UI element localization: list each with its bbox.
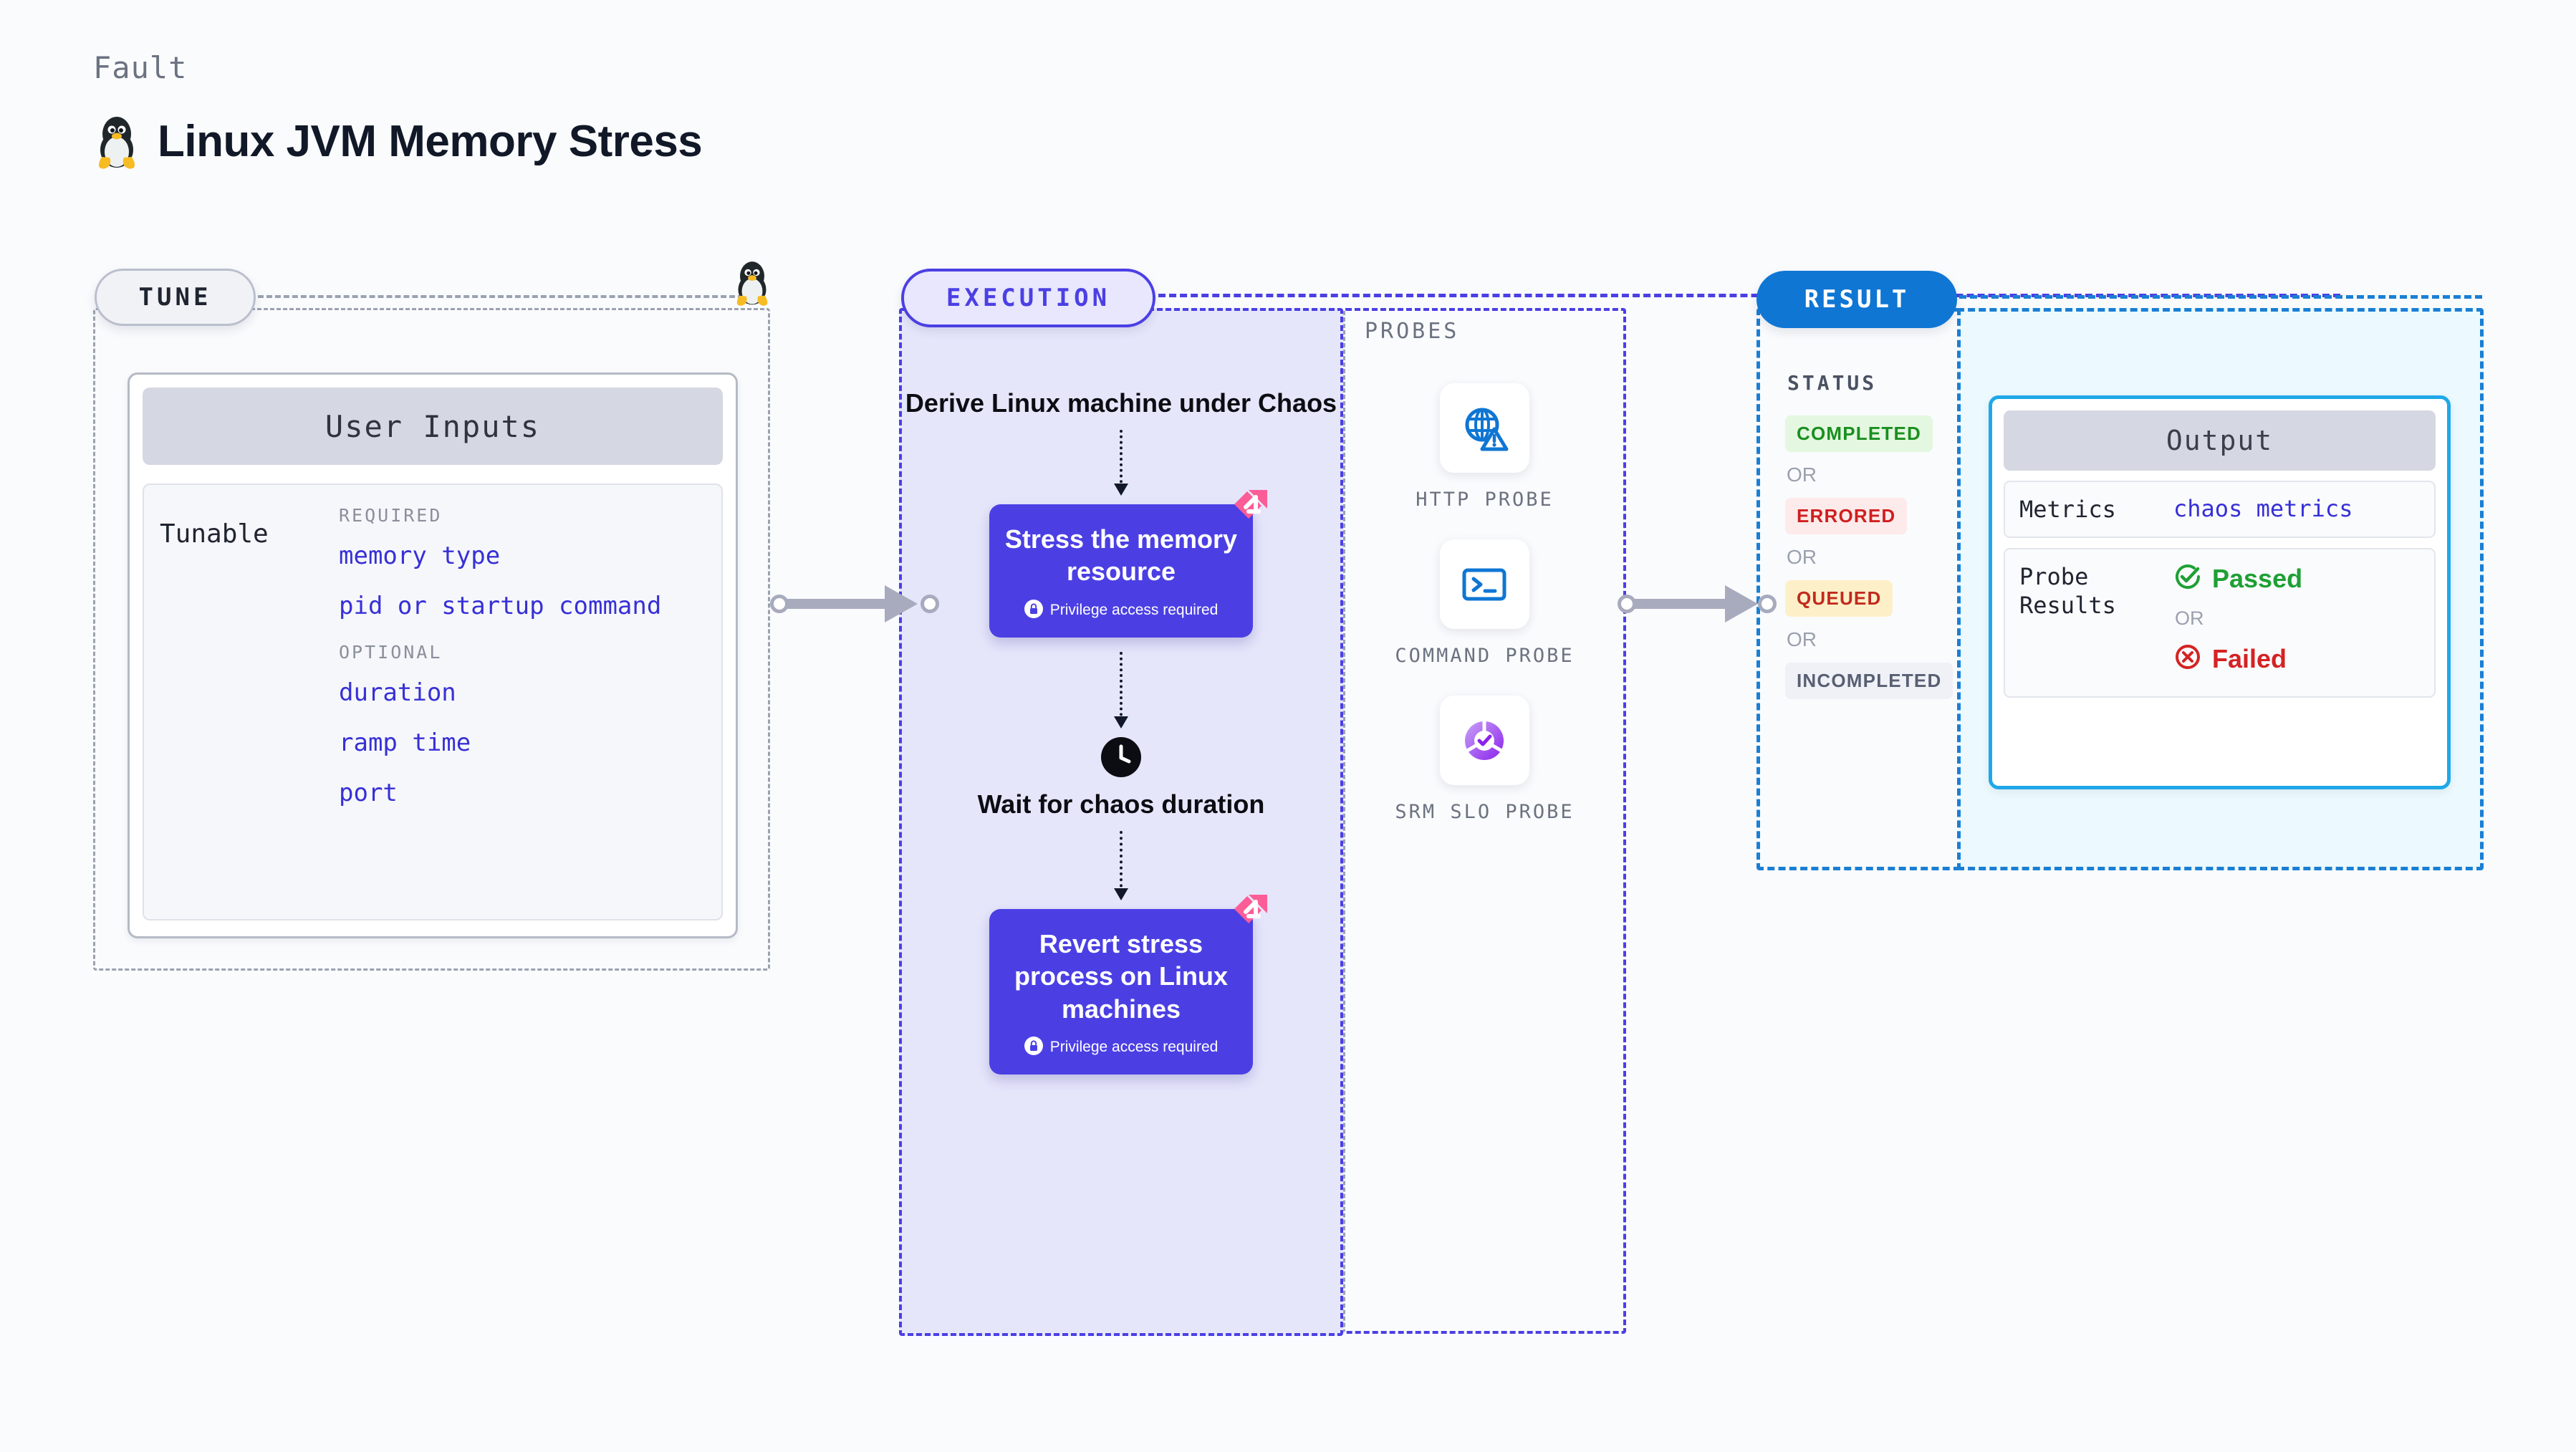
probe-item-srm-slo[interactable]: SRM SLO PROBE — [1395, 696, 1574, 824]
probes-to-result-arrow — [1618, 585, 1777, 622]
action-title: Stress the memory resource — [1004, 524, 1238, 587]
eyebrow-label: Fault — [93, 50, 188, 85]
tune-panel — [93, 308, 770, 971]
harness-corner-badge-icon — [1227, 486, 1270, 532]
clock-icon — [1101, 736, 1141, 781]
group-label-optional: OPTIONAL — [339, 642, 443, 663]
flow-arrow-down — [1114, 430, 1128, 496]
tunable-item[interactable]: pid or startup command — [339, 592, 662, 620]
flow-arrow-down — [1114, 830, 1128, 900]
linux-penguin-icon — [93, 112, 140, 170]
output-row-probe-results: Probe Results Passed OR — [2004, 548, 2436, 698]
status-section-label: STATUS — [1787, 371, 1878, 395]
probe-pass-label: Passed — [2212, 563, 2303, 593]
status-badge-completed: COMPLETED — [1785, 415, 1933, 452]
execution-flow: Derive Linux machine under Chaos Stress … — [899, 387, 1343, 1074]
tune-connector-dash — [258, 295, 752, 298]
user-inputs-card: User Inputs Tunable REQUIRED memory type… — [128, 372, 738, 938]
harness-corner-badge-icon — [1227, 890, 1270, 937]
tune-to-execution-arrow — [770, 585, 942, 622]
status-badge-incompleted: INCOMPLETED — [1785, 663, 1953, 699]
privilege-row: Privilege access required — [1002, 599, 1240, 622]
output-key: Metrics — [2019, 496, 2116, 523]
result-pill-label: RESULT — [1756, 271, 1957, 328]
tune-pill-label: TUNE — [95, 269, 256, 326]
execution-step-text: Wait for chaos duration — [977, 789, 1265, 819]
or-label: OR — [2175, 607, 2204, 629]
status-stack: COMPLETED OR ERRORED OR QUEUED OR INCOMP… — [1785, 415, 1953, 699]
output-key: Probe Results — [2019, 563, 2116, 619]
probes-list: HTTP PROBE COMMAND PROBE — [1343, 383, 1626, 824]
output-row-metrics: Metrics chaos metrics — [2004, 481, 2436, 538]
lock-icon — [1024, 1036, 1043, 1059]
probe-label: HTTP PROBE — [1416, 489, 1554, 511]
tunable-box: Tunable REQUIRED memory type pid or star… — [143, 484, 723, 920]
probe-label: SRM SLO PROBE — [1395, 801, 1575, 824]
slo-donut-check-icon — [1439, 696, 1529, 786]
status-badge-errored: ERRORED — [1785, 498, 1908, 534]
or-label: OR — [1787, 546, 1817, 568]
or-label: OR — [1787, 628, 1817, 650]
or-label: OR — [1787, 463, 1817, 486]
result-connector-dash — [1959, 295, 2482, 299]
execution-step-text: Derive Linux machine under Chaos — [905, 388, 1337, 418]
globe-warning-icon — [1440, 383, 1529, 473]
execution-pill-label: EXECUTION — [901, 269, 1155, 327]
page-title: Linux JVM Memory Stress — [158, 116, 703, 166]
x-circle-icon — [2173, 643, 2202, 675]
tunable-item[interactable]: duration — [339, 678, 456, 707]
probe-results-values: Passed OR Failed — [2173, 562, 2302, 675]
privilege-row: Privilege access required — [1002, 1036, 1240, 1059]
tunable-values: REQUIRED memory type pid or startup comm… — [339, 505, 706, 899]
probe-item-command[interactable]: COMMAND PROBE — [1395, 539, 1574, 668]
tunable-item[interactable]: memory type — [339, 542, 501, 570]
flow-arrow-down — [1114, 651, 1128, 729]
check-circle-icon — [2173, 562, 2202, 595]
tunable-item[interactable]: port — [339, 779, 398, 807]
output-title: Output — [2004, 410, 2436, 471]
tune-linux-penguin-icon — [732, 258, 772, 307]
action-title: Revert stress process on Linux machines — [1014, 928, 1229, 1024]
probe-item-http[interactable]: HTTP PROBE — [1416, 383, 1554, 512]
probes-panel — [1343, 308, 1626, 1334]
tunable-item[interactable]: ramp time — [339, 729, 471, 757]
lock-icon — [1024, 599, 1043, 622]
probe-label: COMMAND PROBE — [1395, 645, 1575, 668]
execution-action-stress[interactable]: Stress the memory resource Privilege acc… — [989, 490, 1267, 638]
status-badge-queued: QUEUED — [1785, 580, 1893, 617]
tunable-row-label: Tunable — [160, 519, 269, 549]
metrics-value[interactable]: chaos metrics — [2173, 495, 2353, 522]
page-header: Fault Linux JVM Memory Stress — [93, 50, 703, 170]
probe-result-passed: Passed — [2173, 562, 2302, 595]
output-card: Output Metrics chaos metrics Probe Resul… — [1989, 395, 2451, 789]
terminal-prompt-icon — [1439, 539, 1529, 630]
group-label-required: REQUIRED — [339, 505, 443, 526]
probe-result-failed: Failed — [2173, 643, 2302, 675]
probes-section-label: PROBES — [1365, 319, 1460, 344]
probe-fail-label: Failed — [2212, 643, 2287, 673]
user-inputs-title: User Inputs — [143, 388, 723, 465]
privilege-note: Privilege access required — [1049, 602, 1219, 619]
privilege-note: Privilege access required — [1049, 1039, 1219, 1056]
page-title-row: Linux JVM Memory Stress — [93, 112, 703, 170]
execution-action-revert[interactable]: Revert stress process on Linux machines … — [989, 894, 1267, 1074]
execution-connector-dash — [1158, 294, 2340, 297]
